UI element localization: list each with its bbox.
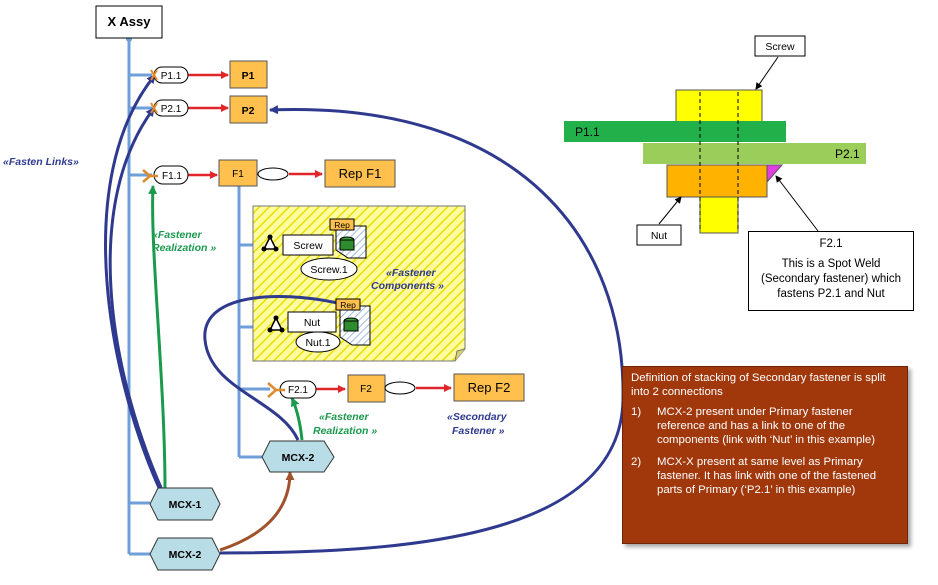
instance-f11-label: F1.1 [162, 171, 182, 182]
definition-item-1-text: MCX-2 present under Primary fastener ref… [657, 406, 875, 446]
mcx2-outer-label: MCX-2 [169, 549, 202, 561]
definition-item-1: 1) MCX-2 present under Primary fastener r… [631, 405, 899, 447]
callout-arrow [658, 196, 682, 225]
rep-doc-icon: Rep [329, 218, 367, 259]
shape-link-oval [384, 381, 416, 395]
f21-title: F2.1 [819, 238, 843, 250]
reference-p1-label: P1 [242, 70, 255, 82]
reference-f1[interactable]: F1 [218, 159, 258, 187]
rep-f2-label: Rep F2 [468, 380, 511, 395]
plate-p21-label: P2.1 [835, 147, 860, 161]
rep-f1-label: Rep F1 [339, 166, 382, 181]
plate-p11 [564, 121, 786, 142]
reference-f1-label: F1 [232, 169, 244, 180]
screw-label: Screw [293, 240, 323, 252]
rep-label: Rep [334, 220, 350, 230]
fastener-realization-label-2a: «Fastener [319, 411, 370, 423]
secondary-fastener-label-a: «Secondary [447, 411, 508, 423]
realization-links [148, 185, 304, 491]
f21-line2: (Secondary fastener) which [761, 273, 901, 285]
nut-callout-label: Nut [651, 230, 667, 242]
definition-item-1-number: 1) [631, 406, 642, 418]
mcx2-inner-node[interactable]: MCX-2 [261, 440, 335, 473]
f21-line3: fastens P2.1 and Nut [777, 288, 885, 300]
screw-callout-label: Screw [765, 41, 795, 53]
reference-f2[interactable]: F2 [347, 374, 386, 403]
callout-arrow [755, 56, 779, 90]
mcx2-outer-node[interactable]: MCX-2 [149, 537, 221, 571]
stack-diagram: P1.1 P2.1 Screw Nut [564, 35, 866, 246]
definition-item-2-text: MCX-X present at same level as Primary f… [657, 456, 877, 496]
nut-label: Nut [304, 317, 320, 329]
definition-item-2-number: 2) [631, 456, 642, 468]
screw-tip-shape [699, 195, 739, 234]
fasten-links-label: «Fasten Links» [3, 156, 79, 168]
screw-head-shape [675, 89, 763, 123]
root-label: X Assy [108, 14, 152, 29]
shape-link-oval [257, 167, 289, 181]
component-icon [267, 315, 285, 333]
rep-f1-box[interactable]: Rep F1 [324, 159, 396, 188]
fastener-icon [267, 382, 285, 398]
secondary-fastener-label-b: Fastener » [452, 425, 505, 437]
root-node[interactable]: X Assy [95, 5, 163, 39]
rep-f2-box[interactable]: Rep F2 [453, 373, 525, 402]
reference-p1[interactable]: P1 [229, 60, 268, 89]
nut-shape [666, 164, 768, 198]
definition-intro: Definition of stacking of Secondary fast… [631, 372, 886, 398]
rep-doc-icon: Rep [335, 298, 371, 346]
plate-p21 [643, 143, 866, 164]
fastener-icon [142, 169, 158, 183]
screw-callout-box [754, 35, 806, 57]
plate-p11-label: P1.1 [575, 125, 600, 139]
fastener-realization-label-1a: «Fastener [152, 229, 203, 241]
fastener-components-label-b: Components » [371, 280, 444, 292]
nut-instance-label: Nut.1 [305, 337, 330, 349]
spot-weld-shape [766, 164, 784, 184]
instance-f21-label: F2.1 [288, 385, 308, 396]
tree-lines [127, 38, 270, 556]
callout-arrow [775, 175, 819, 232]
instance-f11[interactable]: F1.1 [142, 165, 189, 185]
reference-p2[interactable]: P2 [229, 95, 268, 124]
fastener-realization-label-1b: Realization » [152, 242, 216, 254]
screw-instance-label: Screw.1 [310, 264, 348, 276]
instance-p21-label: P2.1 [161, 104, 182, 115]
instance-p11[interactable]: P1.1 [150, 66, 189, 84]
screw-component[interactable]: Screw Screw.1 Rep [261, 218, 367, 281]
instance-f21[interactable]: F2.1 [267, 380, 317, 399]
reference-arrows [188, 71, 452, 393]
instance-p11-label: P1.1 [161, 71, 182, 82]
instance-p21[interactable]: P2.1 [150, 99, 189, 117]
reference-f2-label: F2 [360, 384, 372, 395]
mcx-link [219, 471, 295, 552]
nut-component[interactable]: Rep Nut Nut.1 [267, 298, 371, 353]
component-icon [261, 234, 279, 252]
mcx1-label: MCX-1 [169, 499, 202, 511]
fastener-realization-label-2b: Realization » [313, 425, 377, 437]
definition-list: 1) MCX-2 present under Primary fastener r… [631, 405, 899, 497]
f21-line1: This is a Spot Weld [781, 258, 881, 270]
mcx2-inner-label: MCX-2 [282, 452, 315, 464]
mcx1-node[interactable]: MCX-1 [149, 487, 221, 521]
f21-callout-box: F2.1 This is a Spot Weld (Secondary fast… [748, 231, 914, 311]
definition-item-2: 2) MCX-X present at same level as Primary… [631, 455, 899, 497]
reference-p2-label: P2 [242, 105, 255, 117]
rep-label: Rep [340, 300, 356, 310]
fastener-components-label-a: «Fastener [386, 267, 437, 279]
nut-callout-box [636, 224, 682, 246]
definition-box: Definition of stacking of Secondary fast… [622, 366, 908, 544]
